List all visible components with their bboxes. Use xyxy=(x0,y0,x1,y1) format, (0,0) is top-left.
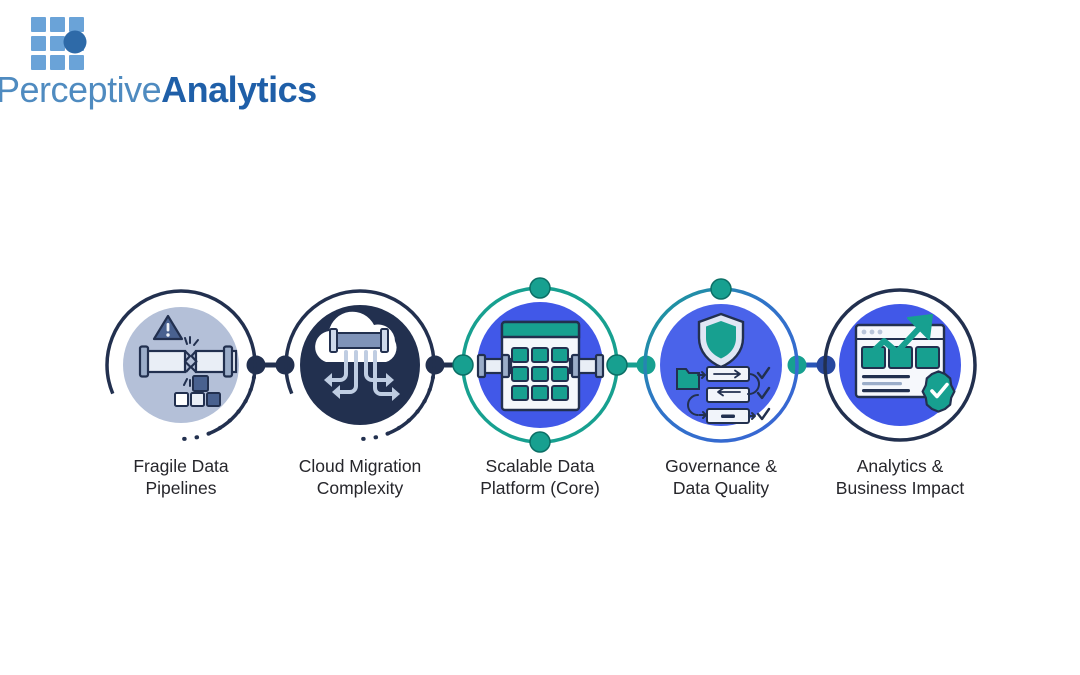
core-ring-dot-bottom xyxy=(529,431,551,453)
label-line-1: Fragile Data xyxy=(133,456,229,476)
core-ring-dot-top xyxy=(529,277,551,299)
journey-node-governance-data-quality[interactable] xyxy=(643,278,799,443)
stage-label-scalable-data-platform-core: Scalable Data Platform (Core) xyxy=(435,455,645,499)
label-line-2: Complexity xyxy=(316,478,404,498)
label-line-1: Analytics & xyxy=(856,456,944,476)
journey-node-scalable-data-platform-core[interactable] xyxy=(452,277,628,453)
broken-pipe-warning-icon xyxy=(138,314,238,407)
brand-wordmark: PerceptiveAnalytics xyxy=(0,70,317,110)
stage-label-fragile-data-pipelines: Fragile Data Pipelines xyxy=(76,455,286,499)
journey-flow-diagram xyxy=(0,262,1080,522)
stage-label-cloud-migration-complexity: Cloud Migration Complexity xyxy=(255,455,465,499)
label-line-2: Platform (Core) xyxy=(480,478,600,498)
label-line-1: Scalable Data xyxy=(485,456,595,476)
connector-4-5 xyxy=(787,355,836,375)
cloud-migration-arrows-icon xyxy=(315,311,400,401)
core-ring-dot-right xyxy=(606,354,628,376)
label-line-2: Business Impact xyxy=(835,478,965,498)
node-4-ring-dot-top xyxy=(710,278,732,300)
data-grid-platform-icon xyxy=(476,320,605,412)
label-line-2: Pipelines xyxy=(145,478,217,498)
stage-label-row: Fragile Data Pipelines Cloud Migration C… xyxy=(0,455,1080,515)
core-ring-dot-left xyxy=(452,354,474,376)
grid-dot-logo-icon xyxy=(30,16,88,74)
shield-workflow-checks-icon xyxy=(676,312,771,424)
wordmark-bold-part: Analytics xyxy=(161,69,317,110)
label-line-1: Cloud Migration xyxy=(298,456,422,476)
journey-node-cloud-migration-complexity[interactable] xyxy=(284,289,436,441)
journey-node-analytics-business-impact[interactable] xyxy=(823,288,977,442)
dashboard-growth-badge-icon xyxy=(854,314,956,413)
stage-label-governance-data-quality: Governance & Data Quality xyxy=(616,455,826,499)
journey-node-fragile-data-pipelines[interactable] xyxy=(105,289,257,441)
wordmark-light-part: Perceptive xyxy=(0,69,162,110)
label-line-2: Data Quality xyxy=(672,478,770,498)
stage-label-analytics-business-impact: Analytics & Business Impact xyxy=(795,455,1005,499)
brand-logo: PerceptiveAnalytics xyxy=(0,8,317,110)
label-line-1: Governance & xyxy=(665,456,777,476)
